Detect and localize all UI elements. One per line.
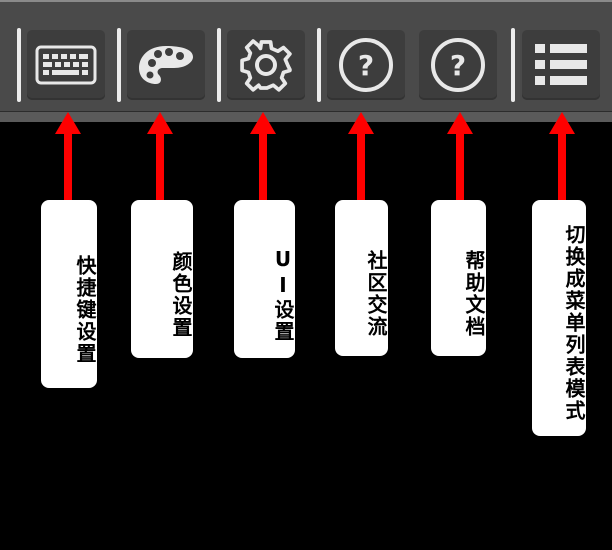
- toolbar-separator: [117, 28, 121, 102]
- color-settings-button[interactable]: [127, 30, 205, 100]
- keyboard-shortcuts-button[interactable]: [27, 30, 105, 100]
- list-icon: [535, 44, 587, 85]
- palette-icon: [139, 46, 193, 84]
- svg-text:?: ?: [450, 49, 466, 82]
- label-community: 社区交流: [335, 200, 388, 356]
- label-color-settings: 颜色设置: [131, 200, 193, 358]
- arrow-gear-icon: [250, 112, 276, 204]
- help-circle-icon: ?: [339, 38, 393, 92]
- toolbar: ? ?: [0, 0, 612, 122]
- arrow-community-icon: [348, 112, 374, 204]
- toolbar-separator: [217, 28, 221, 102]
- help-docs-button[interactable]: ?: [419, 30, 497, 100]
- arrow-list-icon: [549, 112, 575, 204]
- label-keyboard-shortcuts: 快捷键设置: [41, 200, 97, 388]
- svg-text:?: ?: [358, 49, 374, 82]
- arrow-help-icon: [447, 112, 473, 204]
- label-help-docs: 帮助文档: [431, 200, 486, 356]
- gear-icon: [240, 39, 292, 92]
- arrow-palette-icon: [147, 112, 173, 204]
- keyboard-icon: [35, 45, 97, 85]
- label-ui-settings: UI设置: [234, 200, 295, 358]
- arrow-keyboard-icon: [55, 112, 81, 204]
- toolbar-separator: [17, 28, 21, 102]
- toolbar-separator: [511, 28, 515, 102]
- label-menu-list-mode: 切换成菜单列表模式: [532, 200, 586, 436]
- community-button[interactable]: ?: [327, 30, 405, 100]
- toolbar-separator: [317, 28, 321, 102]
- menu-list-mode-button[interactable]: [522, 30, 600, 100]
- help-circle-icon: ?: [431, 38, 485, 92]
- ui-settings-button[interactable]: [227, 30, 305, 100]
